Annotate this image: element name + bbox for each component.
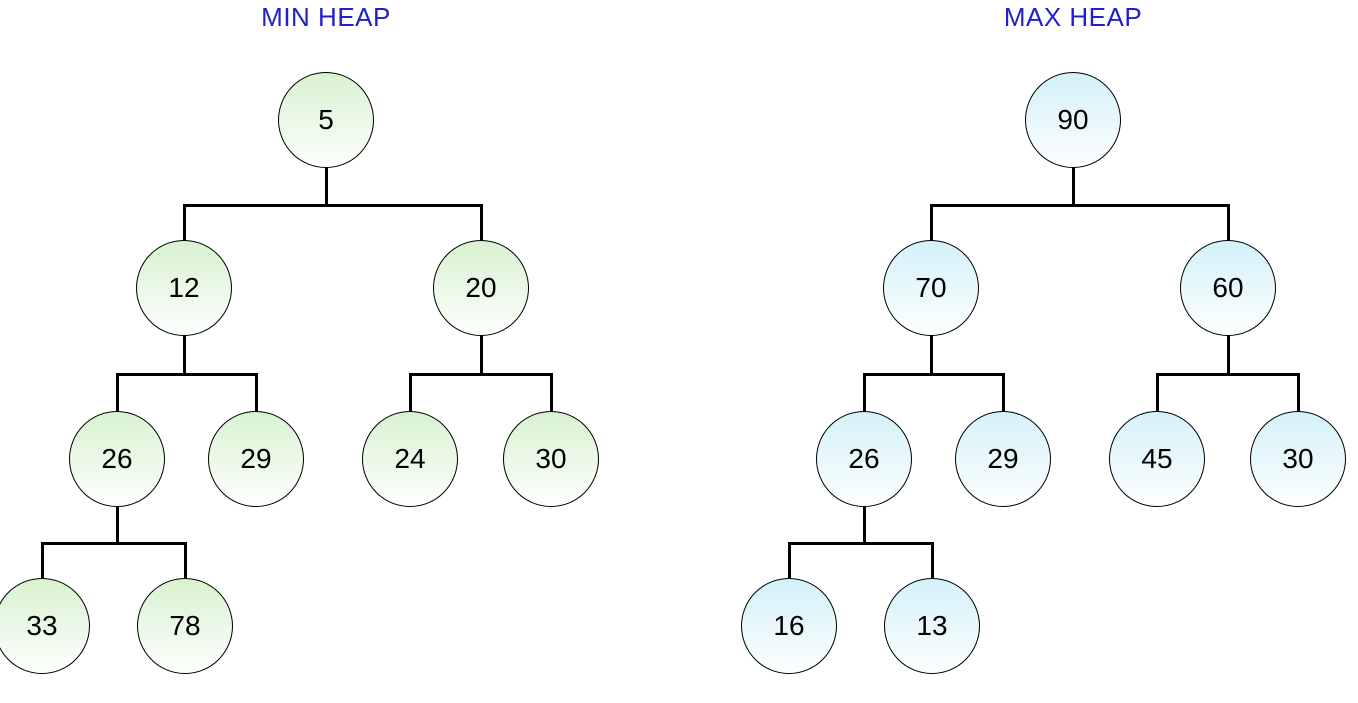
heap-node-value: 5	[318, 104, 334, 135]
heap-node: 70	[883, 240, 979, 336]
connector-stub	[862, 505, 866, 545]
connector-drop	[479, 204, 483, 242]
heap-node: 30	[503, 411, 599, 507]
heap-node-value: 70	[915, 272, 947, 303]
heap-node-value: 13	[916, 610, 948, 641]
connector-bar	[1155, 373, 1300, 376]
heap-node: 29	[955, 411, 1051, 507]
connector-stub	[479, 334, 483, 376]
heap-node-value: 26	[848, 443, 880, 474]
connector-drop	[930, 542, 934, 580]
connector-stub	[324, 166, 328, 207]
heap-node-value: 29	[240, 443, 272, 474]
connector-drop	[408, 373, 412, 413]
connector-drop	[182, 204, 186, 242]
connector-bar	[40, 542, 187, 545]
connector-bar	[182, 204, 483, 207]
heap-node: 12	[136, 240, 232, 336]
heap-node: 45	[1109, 411, 1205, 507]
connector-drop	[1296, 373, 1300, 413]
connector-drop	[787, 542, 791, 580]
connector-bar	[862, 373, 1005, 376]
heap-node: 33	[0, 578, 90, 674]
heap-node-value: 24	[394, 443, 426, 474]
heap-node: 30	[1250, 411, 1346, 507]
connector-bar	[929, 204, 1230, 207]
heap-node-value: 60	[1212, 272, 1244, 303]
min-heap-title: MIN HEAP	[261, 2, 391, 32]
connector-stub	[1071, 166, 1075, 207]
connector-stub	[1226, 334, 1230, 376]
heap-node: 20	[433, 240, 529, 336]
heap-node: 5	[278, 72, 374, 168]
heap-node-value: 33	[26, 610, 58, 641]
max-heap-title: MAX HEAP	[1003, 2, 1143, 32]
connector-stub	[929, 334, 933, 376]
connector-drop	[929, 204, 933, 242]
heap-node: 26	[69, 411, 165, 507]
heap-node-value: 20	[465, 272, 497, 303]
connector-drop	[254, 373, 258, 413]
connector-drop	[1001, 373, 1005, 413]
connector-drop	[40, 542, 44, 580]
connector-bar	[115, 373, 258, 376]
connector-drop	[862, 373, 866, 413]
connector-stub	[115, 505, 119, 545]
heap-node-value: 12	[168, 272, 200, 303]
connector-drop	[183, 542, 187, 580]
heap-node-value: 90	[1057, 104, 1089, 135]
heap-node-value: 45	[1141, 443, 1173, 474]
connector-drop	[1155, 373, 1159, 413]
heap-node-value: 26	[101, 443, 133, 474]
connector-stub	[182, 334, 186, 376]
heap-node: 16	[741, 578, 837, 674]
heap-node: 60	[1180, 240, 1276, 336]
heap-node-value: 78	[169, 610, 201, 641]
heap-node-value: 29	[987, 443, 1019, 474]
connector-drop	[549, 373, 553, 413]
heap-node: 13	[884, 578, 980, 674]
heap-node: 78	[137, 578, 233, 674]
heap-node: 24	[362, 411, 458, 507]
heap-node: 90	[1025, 72, 1121, 168]
connector-drop	[115, 373, 119, 413]
connector-bar	[787, 542, 934, 545]
heap-node-value: 16	[773, 610, 805, 641]
heap-node-value: 30	[535, 443, 567, 474]
connector-bar	[408, 373, 553, 376]
heap-node: 26	[816, 411, 912, 507]
heap-node: 29	[208, 411, 304, 507]
connector-drop	[1226, 204, 1230, 242]
heap-node-value: 30	[1282, 443, 1314, 474]
